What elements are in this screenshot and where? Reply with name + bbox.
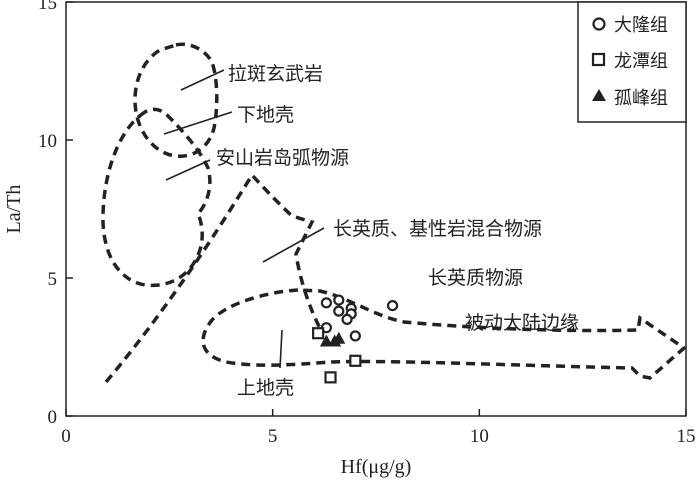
data-point-circle <box>320 297 332 309</box>
legend: 大隆组 龙潭组 孤峰组 <box>577 1 687 123</box>
x-tick-label: 15 <box>677 426 696 447</box>
x-tick-label: 5 <box>268 426 278 447</box>
y-tick-label: 10 <box>38 131 57 152</box>
data-point-circle <box>349 330 361 342</box>
annotation-andesitic-arc: 安山岩岛弧物源 <box>216 147 349 169</box>
annotation-tholeiite: 拉斑玄武岩 <box>228 63 323 85</box>
axis-ticks: 0 5 10 15 0 5 10 15 <box>38 0 696 447</box>
y-tick-label: 0 <box>48 407 58 428</box>
andesitic-arc-field <box>104 172 324 384</box>
data-points <box>312 294 399 384</box>
data-point-triangle <box>332 331 346 344</box>
data-point-square <box>312 327 325 340</box>
leader-lower-crust <box>163 111 233 135</box>
leader-tholeiite <box>180 69 225 91</box>
annotation-passive-margin: 被动大陆边缘 <box>465 312 579 334</box>
annotations: 拉斑玄武岩 下地壳 安山岩岛弧物源 长英质、基性岩混合物源 长英质物源 被动大陆… <box>216 63 579 399</box>
y-tick-label: 15 <box>38 0 57 14</box>
data-point-circle <box>341 313 353 325</box>
upper-crust-field <box>201 288 687 380</box>
legend-box <box>577 1 687 123</box>
data-point-circle <box>386 300 399 312</box>
x-tick-label: 10 <box>470 426 489 447</box>
legend-label-longtan: 龙潭组 <box>614 51 668 72</box>
annotation-felsic-source: 长英质物源 <box>428 267 523 289</box>
leader-andesitic-arc <box>165 159 211 181</box>
data-point-square <box>349 354 362 367</box>
data-point-circle <box>333 294 345 306</box>
x-axis-label: Hf(μg/g) <box>341 456 412 478</box>
plot-frame <box>65 1 687 417</box>
y-axis-label: La/Th <box>3 185 25 234</box>
legend-triangle-icon <box>592 89 606 101</box>
x-tick-label: 0 <box>61 426 71 447</box>
field-boundaries <box>101 42 687 384</box>
lower-crust-field <box>101 107 212 288</box>
leader-mixed-source <box>262 227 325 263</box>
data-point-circle <box>333 305 345 317</box>
annotation-leaders <box>163 69 325 369</box>
data-point-square <box>324 371 337 384</box>
annotation-lower-crust: 下地壳 <box>237 104 294 126</box>
tholeiite-field <box>133 42 219 158</box>
legend-circle-icon <box>592 17 606 31</box>
annotation-upper-crust: 上地壳 <box>237 377 294 399</box>
legend-label-gufeng: 孤峰组 <box>614 88 668 109</box>
data-point-triangle <box>319 334 333 347</box>
legend-square-icon <box>591 52 606 67</box>
annotation-mixed-source: 长英质、基性岩混合物源 <box>333 218 542 240</box>
y-tick-label: 5 <box>48 269 58 290</box>
leader-upper-crust <box>279 329 283 369</box>
legend-label-dalong: 大隆组 <box>614 15 668 36</box>
